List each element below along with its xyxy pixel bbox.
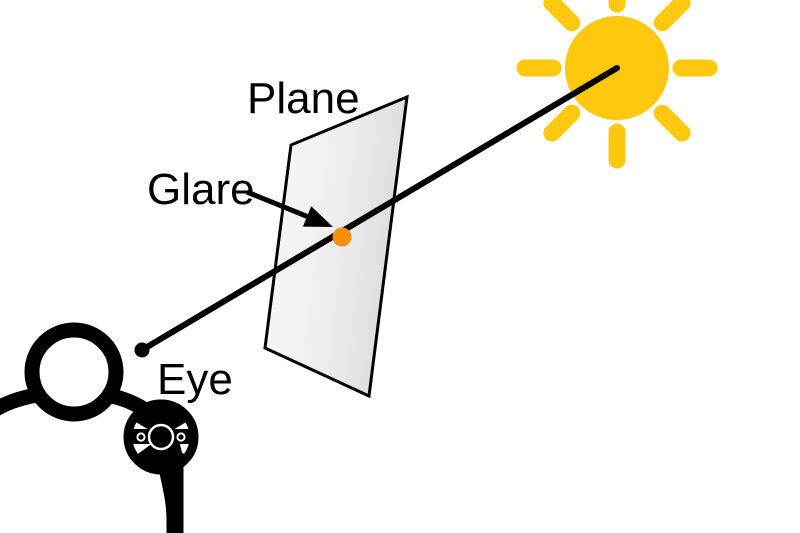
sun-icon <box>516 0 718 169</box>
steering-wheel-right-dot <box>176 432 186 442</box>
glare-arrow <box>246 189 333 227</box>
sun-ray <box>543 0 581 32</box>
sun-rays <box>516 0 718 169</box>
driver-figure <box>0 322 199 533</box>
eye-dot <box>134 342 150 358</box>
glare-label: Glare <box>147 165 255 214</box>
eye-label: Eye <box>157 355 233 404</box>
sight-ray <box>139 65 620 353</box>
steering-wheel-rim <box>123 399 199 475</box>
steering-wheel-icon <box>123 399 199 475</box>
plane-surface <box>263 94 409 399</box>
steering-wheel-left-dot <box>136 432 146 442</box>
glare-arrow-head <box>302 206 333 227</box>
steering-wheel-hub <box>147 423 175 451</box>
sun-ray <box>543 104 581 142</box>
glare-arrow-shaft <box>246 189 314 222</box>
person-head-outline <box>24 322 124 422</box>
sun-ray <box>653 104 691 142</box>
glare-dot <box>332 227 352 247</box>
sun-ray <box>653 0 691 32</box>
plane-label: Plane <box>247 74 360 123</box>
plane-quad <box>263 94 409 399</box>
